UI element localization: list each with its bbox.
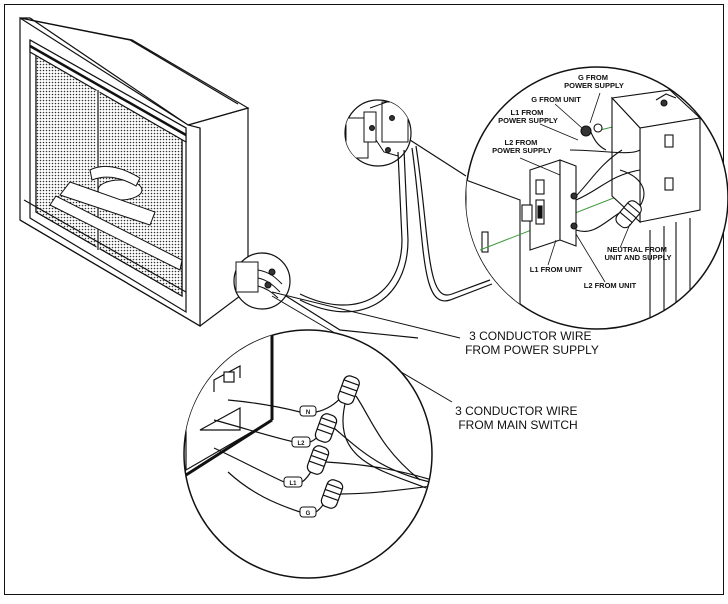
- svg-text:L2: L2: [297, 441, 305, 447]
- detail-circle-switchbox: G FROM POWER SUPPLY G FROM UNIT L1 FROM …: [465, 66, 728, 330]
- label-l1-from-power-supply: L1 FROM POWER SUPPLY: [498, 108, 558, 125]
- terminal-tag-n: N: [299, 405, 317, 417]
- svg-text:G: G: [306, 511, 311, 517]
- svg-text:L1: L1: [289, 481, 297, 487]
- detail-circle-connections: N L2 L1 G: [183, 329, 433, 579]
- junction-callout-fireplace: [233, 252, 291, 310]
- label-l1-from-unit: L1 FROM UNIT: [530, 265, 583, 274]
- callout-labels: 3 CONDUCTOR WIRE FROM POWER SUPPLY 3 CON…: [455, 329, 599, 432]
- label-power-supply-wire: 3 CONDUCTOR WIRE FROM POWER SUPPLY: [465, 329, 599, 357]
- label-main-switch-wire: 3 CONDUCTOR WIRE FROM MAIN SWITCH: [455, 404, 581, 432]
- label-g-from-power-supply: G FROM POWER SUPPLY: [564, 73, 624, 90]
- terminal-tags: N L2 L1 G: [283, 405, 317, 518]
- label-l2-from-unit: L2 FROM UNIT: [584, 281, 637, 290]
- svg-text:N: N: [306, 410, 310, 416]
- terminal-tag-l1: L1: [283, 476, 303, 488]
- terminal-tag-g: G: [299, 506, 317, 518]
- label-g-from-unit: G FROM UNIT: [531, 95, 581, 104]
- diagram-border: [4, 4, 724, 595]
- label-l2-from-power-supply: L2 FROM POWER SUPPLY: [492, 138, 552, 155]
- terminal-tag-l2: L2: [291, 436, 311, 448]
- cables: [285, 139, 493, 339]
- fireplace-unit: [19, 16, 250, 328]
- detail-labels-switchbox: G FROM POWER SUPPLY G FROM UNIT L1 FROM …: [492, 73, 671, 290]
- label-neutral-from-unit-and-supply: NEUTRAL FROM UNIT AND SUPPLY: [605, 245, 672, 262]
